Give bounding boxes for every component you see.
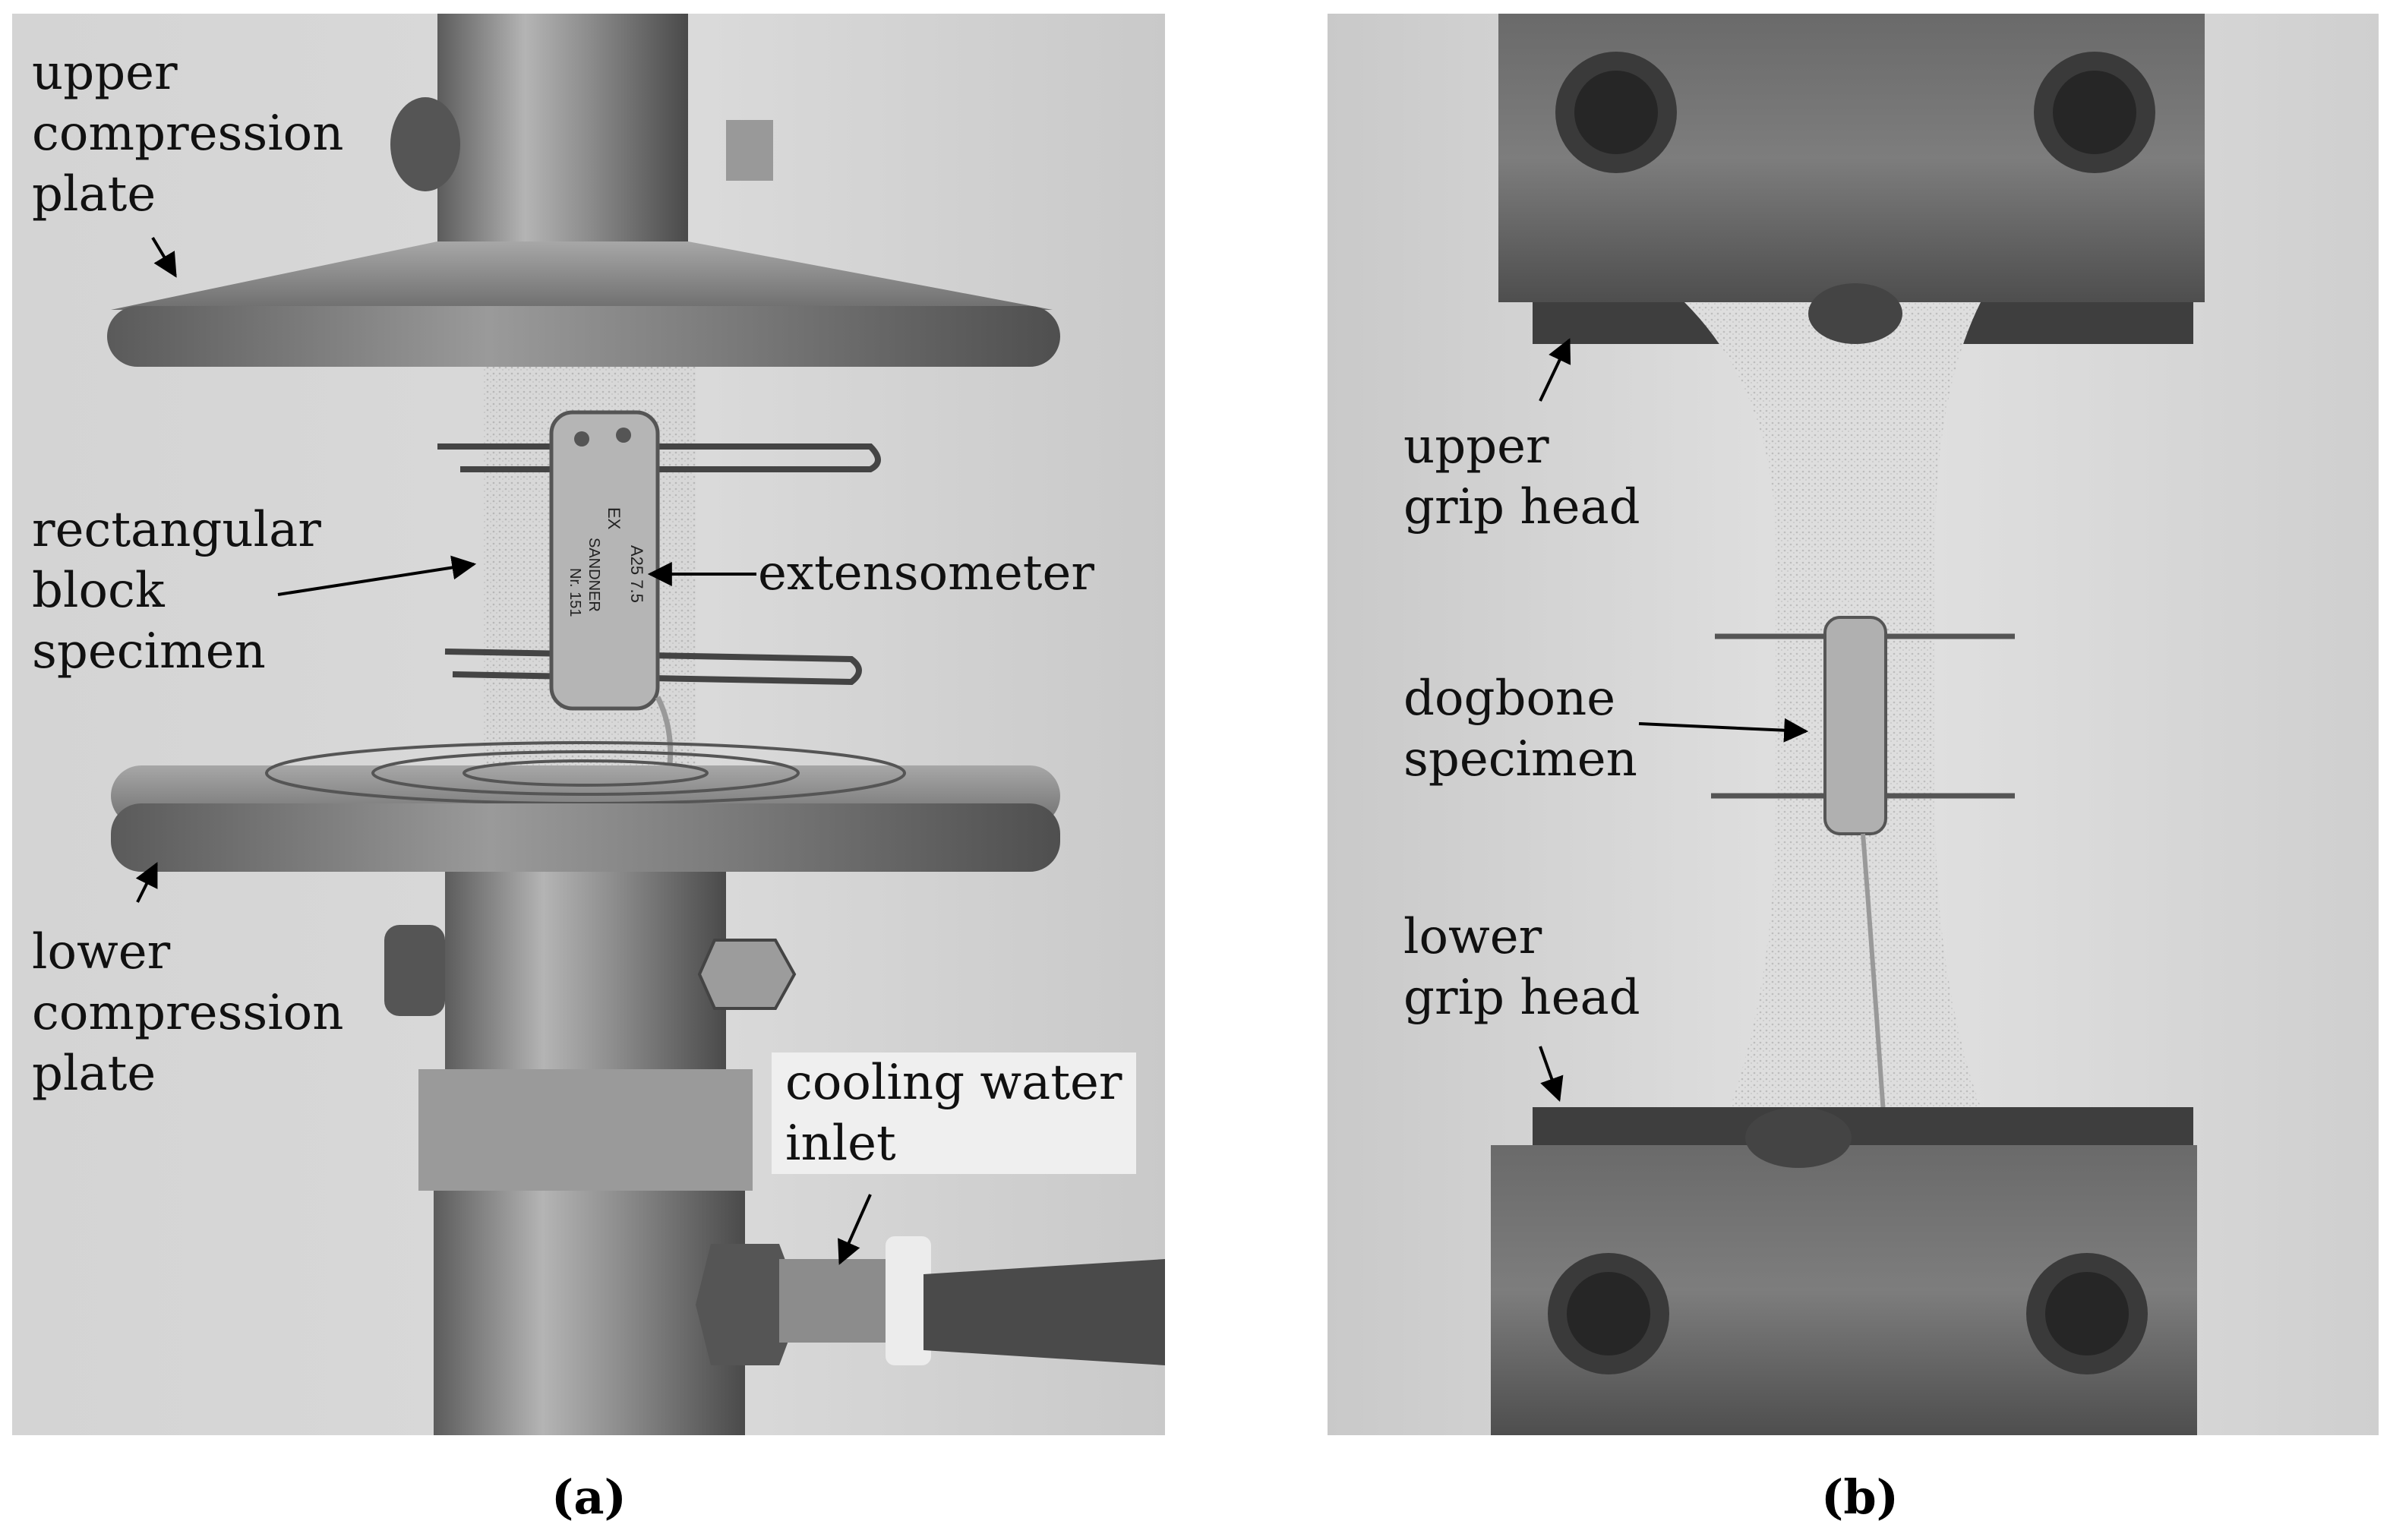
panel-b-photo: upper grip head dogbone specimen lower g… [1328, 14, 2379, 1435]
cable-tie [886, 1236, 931, 1365]
upper-compression-plate [107, 306, 1060, 367]
arrow-lower-plate [135, 862, 158, 903]
lower-collar [445, 872, 726, 1069]
arrow-upper-plate [151, 236, 177, 278]
label-upper-grip-head: upper grip head [1403, 418, 1640, 535]
arrow-cooling-water [838, 1194, 872, 1265]
label-cooling-water-inlet: cooling water inlet [772, 1052, 1136, 1174]
tape-band [418, 1069, 753, 1191]
arrow-block-specimen [277, 555, 477, 596]
caption-a: (a) [551, 1469, 627, 1525]
extensometer-body-b [1823, 616, 1887, 835]
tensile-test-photo [1491, 14, 2205, 1435]
label-rectangular-block-specimen: rectangular block specimen [32, 502, 321, 680]
label-lower-compression-plate: lower compression plate [32, 924, 344, 1102]
extensometer-marking-2: A25 7.5 [627, 545, 646, 603]
upper-knurled-screw [390, 97, 460, 191]
arrow-upper-grip [1539, 338, 1571, 402]
extensometer-marking-3: SANDNER [586, 538, 602, 612]
panel-a-photo: EX A25 7.5 SANDNER Nr. 151 upper compres… [12, 14, 1165, 1435]
upper-clamp-pin [1808, 283, 1902, 344]
upper-hex-nut [726, 120, 773, 181]
caption-b: (b) [1821, 1469, 1899, 1525]
extensometer-marking-1: EX [605, 507, 624, 530]
lower-hex-nut [697, 939, 797, 1010]
label-extensometer: extensometer [758, 545, 1094, 601]
arrow-dogbone [1638, 718, 1809, 743]
extensometer-wire-lower [444, 649, 862, 686]
arrow-lower-grip [1539, 1046, 1564, 1103]
lower-knurled-screw [384, 925, 445, 1016]
lower-compression-plate [111, 803, 1060, 872]
extensometer-wire-upper [437, 443, 881, 472]
lower-clamp-pin [1745, 1107, 1852, 1168]
upper-shaft [437, 14, 688, 59]
extensometer-body [549, 410, 660, 711]
label-dogbone-specimen: dogbone specimen [1403, 671, 1637, 787]
upper-plate-cone [111, 241, 1053, 310]
cooling-hose [923, 1259, 1165, 1365]
lower-shaft [434, 1191, 745, 1435]
label-upper-compression-plate: upper compression plate [32, 45, 344, 222]
compression-test-photo: EX A25 7.5 SANDNER Nr. 151 [107, 14, 1165, 1435]
cooling-fitting [696, 1244, 802, 1365]
extensometer-marking-4: Nr. 151 [567, 568, 583, 617]
label-lower-grip-head: lower grip head [1403, 909, 1640, 1026]
